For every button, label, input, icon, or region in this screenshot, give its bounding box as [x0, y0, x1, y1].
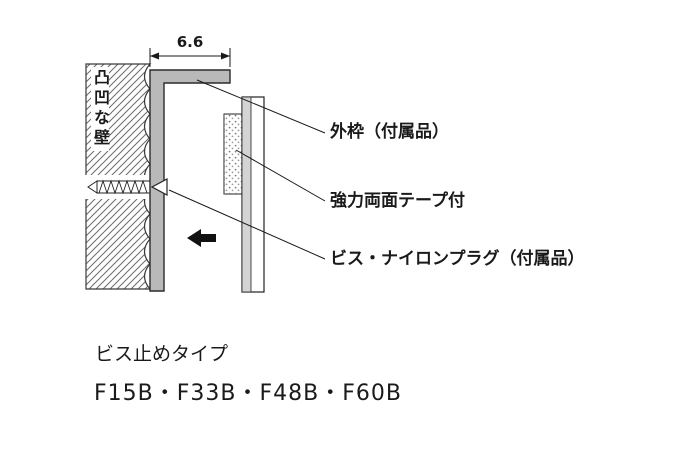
callout-double-sided-tape: 強力両面テープ付 — [330, 191, 465, 211]
dimension-lines — [149, 48, 231, 67]
dimension-label: 6.6 — [176, 33, 204, 51]
panel — [241, 96, 265, 293]
leader-tape — [235, 149, 326, 202]
tape-strip — [223, 113, 243, 195]
screw-graphic — [87, 179, 151, 195]
wall-label: 凸凹な壁 — [91, 67, 110, 151]
outer-frame-shape — [149, 69, 231, 292]
screw-head-triangle — [150, 178, 168, 196]
type-title: ビス止めタイプ — [95, 343, 229, 365]
leader-screw — [168, 189, 326, 260]
leader-outer-frame — [196, 79, 326, 134]
model-numbers: F15B・F33B・F48B・F60B — [94, 381, 402, 406]
insert-direction-arrow-icon — [187, 229, 216, 247]
leader-lines — [168, 79, 326, 260]
callout-outer-frame: 外枠（付属品） — [330, 122, 449, 142]
callout-screw-nylon-plug: ビス・ナイロンプラグ（付属品） — [330, 249, 585, 269]
